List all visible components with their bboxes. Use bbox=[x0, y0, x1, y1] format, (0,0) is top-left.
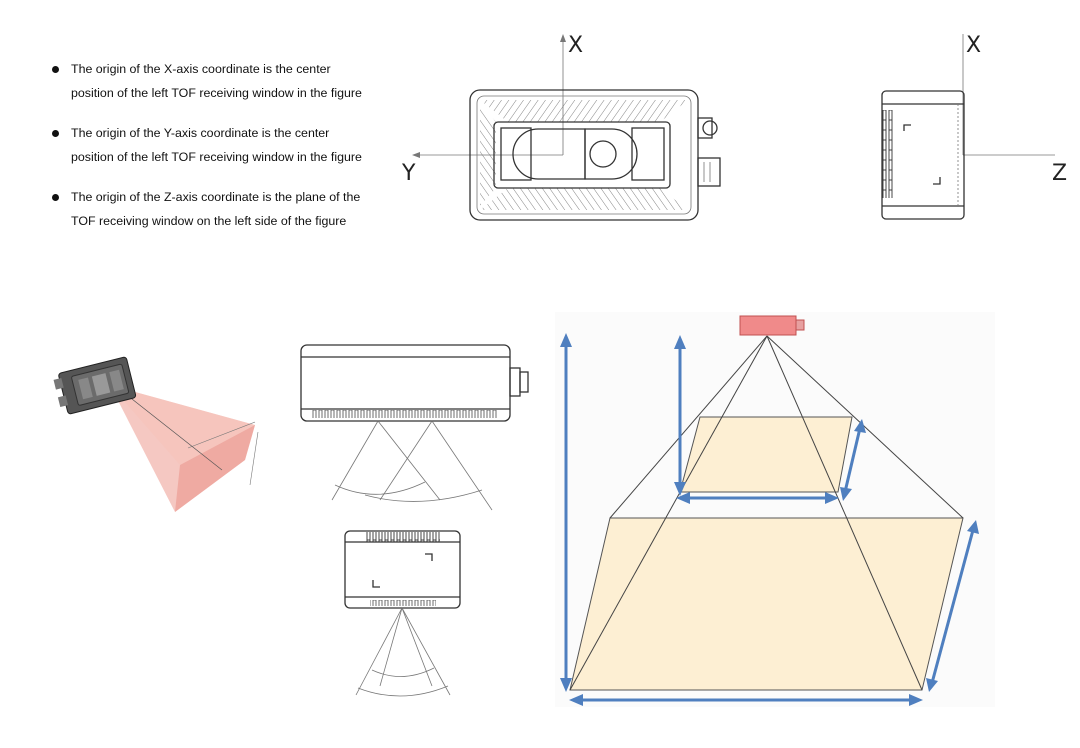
side-corner-mark-1 bbox=[903, 124, 911, 131]
side-heat-fins bbox=[882, 110, 894, 198]
note-x-axis: The origin of the X-axis coordinate is t… bbox=[52, 58, 372, 105]
coordinate-notes: The origin of the X-axis coordinate is t… bbox=[52, 58, 372, 250]
camera-3d-body bbox=[53, 356, 137, 415]
top-view-connector bbox=[509, 367, 521, 397]
near-height-arrow bbox=[840, 419, 866, 501]
lens-circle bbox=[589, 140, 617, 168]
side-view: X Z bbox=[881, 33, 1067, 220]
side-x-axis-label: X bbox=[966, 33, 981, 58]
front-connector-1 bbox=[697, 117, 713, 139]
far-distance-arrow bbox=[560, 333, 572, 692]
front-x-axis-label: X bbox=[568, 33, 583, 58]
side-housing bbox=[881, 90, 965, 220]
side-z-axis-label: Z bbox=[1052, 161, 1067, 186]
front-housing bbox=[469, 89, 699, 221]
front-x-axis-arrowhead bbox=[560, 34, 566, 42]
side-fov-housing bbox=[344, 530, 461, 609]
side-fov-corner-mark-1 bbox=[425, 553, 433, 561]
near-distance-arrow bbox=[674, 335, 686, 496]
note-z-axis: The origin of the Z-axis coordinate is t… bbox=[52, 186, 372, 233]
note-y-axis: The origin of the Y-axis coordinate is t… bbox=[52, 122, 372, 169]
near-width-arrow bbox=[676, 492, 839, 504]
emitter-window bbox=[512, 128, 586, 180]
fov-range-diagram bbox=[555, 312, 995, 707]
fov-camera bbox=[739, 315, 797, 336]
side-view-fov bbox=[344, 530, 461, 697]
left-tof-window bbox=[500, 127, 532, 181]
front-y-axis-label: Y bbox=[401, 161, 416, 186]
far-height-arrow bbox=[926, 520, 979, 692]
top-view-fov bbox=[300, 344, 529, 511]
camera-beam-illustration bbox=[53, 356, 259, 512]
far-width-arrow bbox=[569, 694, 923, 706]
front-faceplate bbox=[493, 121, 671, 189]
right-tof-window bbox=[631, 127, 665, 181]
side-fov-corner-mark-2 bbox=[372, 580, 380, 588]
front-view: X Y bbox=[401, 33, 721, 221]
side-corner-mark-2 bbox=[933, 177, 941, 185]
near-plane bbox=[679, 416, 853, 493]
far-plane bbox=[569, 517, 964, 691]
front-connector-2 bbox=[697, 157, 721, 187]
front-y-axis-arrowhead bbox=[412, 152, 420, 158]
